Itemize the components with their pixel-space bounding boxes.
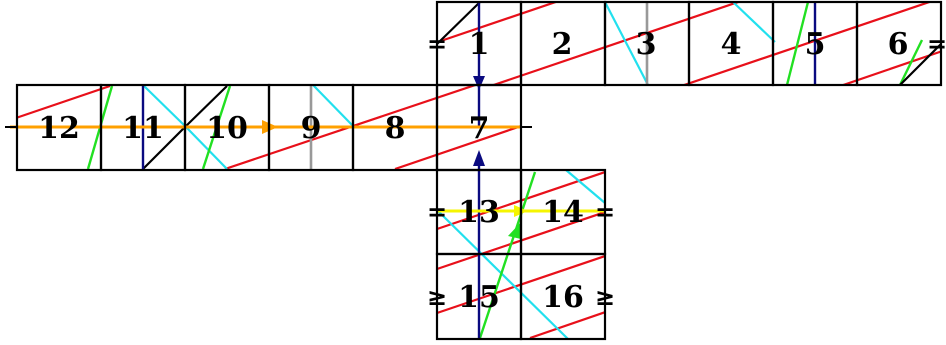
orange-line bbox=[10, 120, 522, 134]
black-diagonals bbox=[142, 1, 942, 170]
cell-5-label: 5 bbox=[805, 27, 826, 62]
cell-12-label: 12 bbox=[38, 111, 80, 146]
equals-mark-left-1: = bbox=[427, 30, 447, 58]
red-stripes bbox=[17, 2, 941, 339]
equals-mark-right-6: = bbox=[927, 30, 946, 58]
cell-1-label: 1 bbox=[469, 27, 490, 62]
cyan-diagonals bbox=[142, 1, 776, 340]
cell-8-label: 8 bbox=[385, 111, 406, 146]
navy-arrow-down bbox=[473, 76, 485, 90]
cell-6-label: 6 bbox=[888, 27, 909, 62]
geq-mark-right-16: ≥ bbox=[595, 283, 615, 311]
equals-mark-right-14: = bbox=[595, 198, 615, 226]
geq-mark-left-15: ≥ bbox=[427, 283, 447, 311]
edge-marks: = = = = ≥ ≥ bbox=[427, 30, 946, 311]
cell-16-label: 16 bbox=[542, 280, 584, 315]
navy-arrowheads bbox=[473, 76, 485, 166]
green-arrow bbox=[508, 222, 521, 239]
cell-11-label: 11 bbox=[122, 111, 164, 146]
cell-7-label: 7 bbox=[469, 111, 490, 146]
cell-9-label: 9 bbox=[301, 111, 322, 146]
cell-6-box bbox=[855, 0, 943, 87]
cell-4-label: 4 bbox=[721, 27, 742, 62]
cell-10-label: 10 bbox=[206, 111, 248, 146]
navy-arrow-up bbox=[473, 150, 485, 166]
cell-2-label: 2 bbox=[552, 27, 573, 62]
grid-cells bbox=[15, 0, 943, 341]
cell-13-label: 13 bbox=[458, 195, 500, 230]
cell-3-label: 3 bbox=[636, 27, 657, 62]
equals-mark-left-13: = bbox=[427, 198, 447, 226]
cell-labels: 1 2 3 4 5 6 7 8 9 10 11 12 13 14 15 16 bbox=[38, 27, 908, 315]
cell-15-label: 15 bbox=[458, 280, 500, 315]
cell-16-box bbox=[519, 252, 607, 341]
cell-14-label: 14 bbox=[542, 195, 584, 230]
